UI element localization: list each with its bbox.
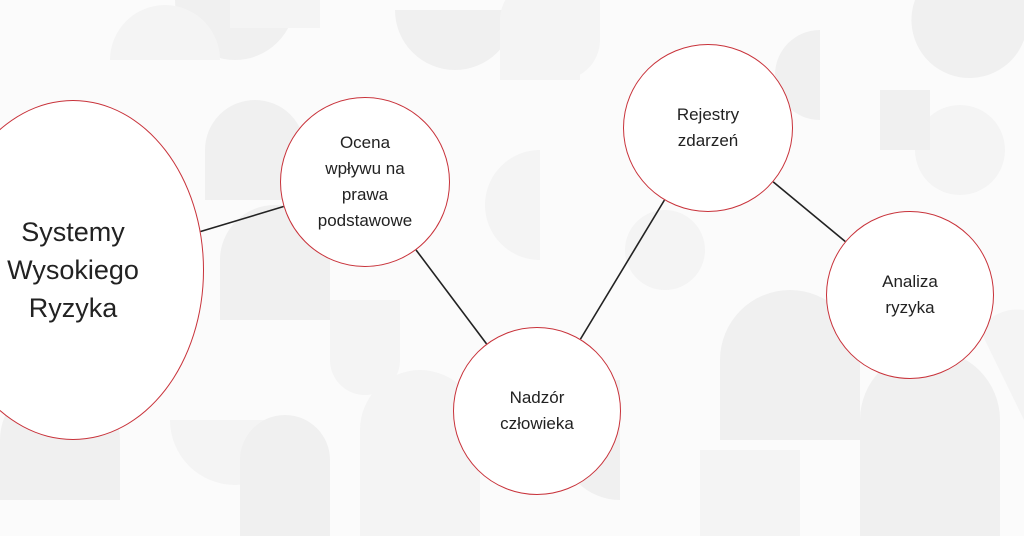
- bg-shape: [625, 210, 705, 290]
- node-analiza-ryzyka: Analiza ryzyka: [826, 211, 994, 379]
- edge-ocena-nadzor: [415, 249, 488, 345]
- node-nadzor-czlowieka: Nadzór człowieka: [453, 327, 621, 495]
- node-label: Rejestry zdarzeń: [676, 105, 740, 150]
- bg-shape: [915, 105, 1005, 195]
- bg-shape: [880, 90, 930, 150]
- bg-shape: [980, 309, 1024, 420]
- bg-shape: [911, 0, 1024, 79]
- node-ocena-wplywu: Ocena wpływu na prawa podstawowe: [280, 97, 450, 267]
- node-label: Analiza ryzyka: [882, 272, 938, 317]
- node-label: Ocena wpływu na prawa podstawowe: [317, 133, 413, 230]
- bg-shape: [500, 0, 580, 80]
- bg-shape: [395, 10, 515, 70]
- node-label: Systemy Wysokiego Ryzyka: [7, 217, 139, 323]
- bg-shape: [360, 370, 480, 536]
- bg-shape: [330, 300, 400, 395]
- edge-rejestry-analiza: [772, 181, 846, 243]
- node-label: Nadzór człowieka: [500, 388, 574, 433]
- bg-shape: [860, 350, 1000, 536]
- edge-main-ocena: [200, 205, 284, 233]
- bg-shape: [110, 5, 220, 61]
- bg-shape: [720, 290, 860, 440]
- bg-shape: [700, 450, 800, 536]
- bg-shape: [230, 0, 320, 28]
- bg-shape: [240, 415, 330, 536]
- edge-nadzor-rejestry: [579, 199, 666, 340]
- bg-shape: [484, 149, 540, 261]
- node-systemy-wysokiego-ryzyka: Systemy Wysokiego Ryzyka: [0, 100, 204, 440]
- node-rejestry-zdarzen: Rejestry zdarzeń: [623, 44, 793, 212]
